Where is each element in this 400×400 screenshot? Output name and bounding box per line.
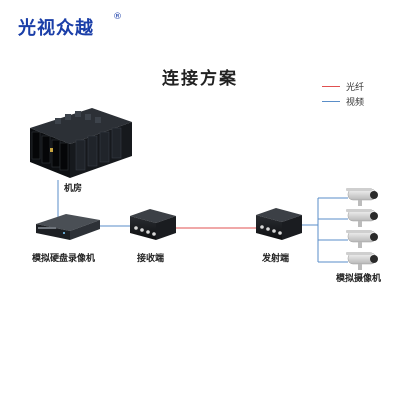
label-transmitter: 发射端 bbox=[262, 254, 290, 264]
receiver-icon bbox=[130, 209, 176, 240]
brand-logo: 光视众越 bbox=[18, 18, 94, 39]
video-lines-cameras bbox=[302, 197, 348, 263]
diagram-title: 连接方案 bbox=[162, 69, 238, 89]
legend-fiber-swatch bbox=[322, 86, 340, 87]
camera-icon-3 bbox=[346, 230, 378, 248]
legend-fiber-label: 光纤 bbox=[346, 83, 365, 93]
nvr-icon bbox=[36, 214, 100, 240]
label-cameras: 模拟摄像机 bbox=[336, 274, 382, 284]
camera-icon-2 bbox=[346, 209, 378, 227]
transmitter-icon bbox=[256, 208, 302, 240]
label-receiver: 接收端 bbox=[137, 254, 165, 264]
camera-icon-1 bbox=[346, 188, 378, 206]
label-nvr: 模拟硬盘录像机 bbox=[32, 254, 96, 264]
legend-video-swatch bbox=[322, 101, 340, 102]
legend-video-label: 视频 bbox=[346, 98, 365, 108]
registered-mark: ® bbox=[113, 12, 122, 22]
label-server-room: 机房 bbox=[64, 184, 83, 194]
server-room-icon bbox=[30, 108, 132, 178]
camera-icon-4 bbox=[346, 252, 378, 270]
